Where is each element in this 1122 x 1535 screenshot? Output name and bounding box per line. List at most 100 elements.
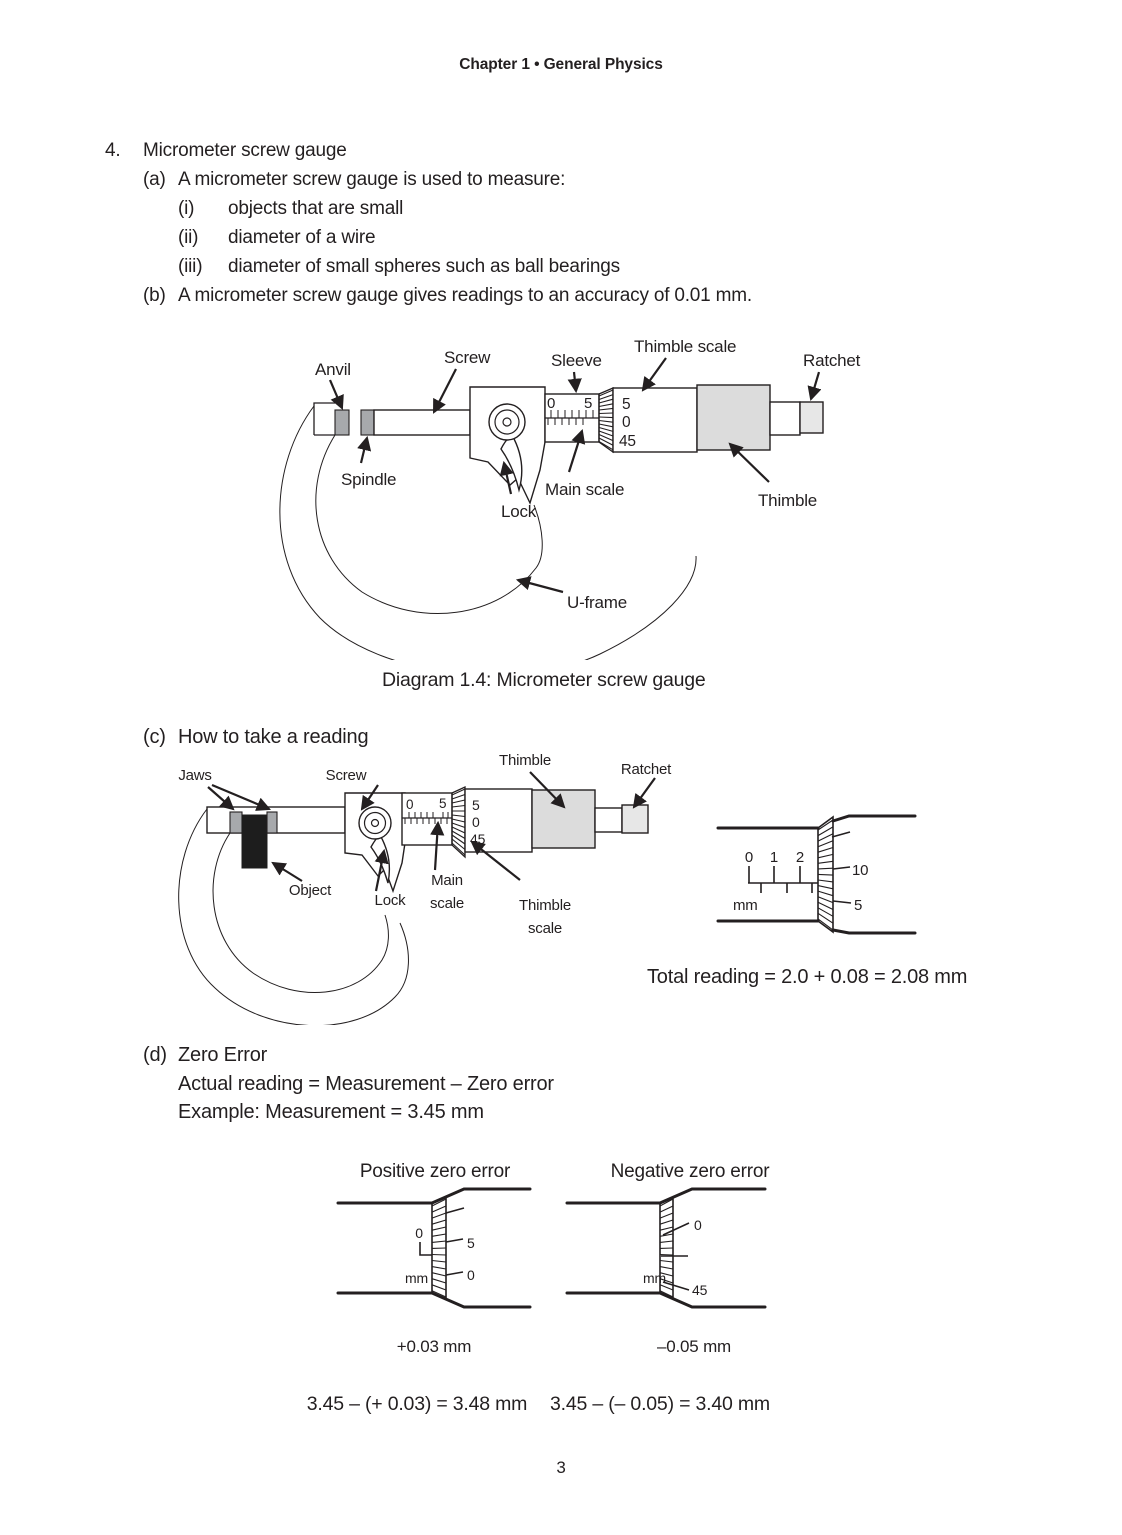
thimble-5: 5 [467,1235,475,1251]
main-scale-label-line2: scale [430,895,464,912]
item-d-label: (d) [143,1044,167,1066]
screw-arrow [433,368,457,414]
thimble-bevel [659,1195,674,1301]
thimble-45: 45 [692,1282,708,1298]
ratchet-knob [621,804,649,834]
thimble-top-edge [658,1187,767,1205]
thimble-bevel [431,1195,447,1301]
u-frame-inner-curve [315,434,543,615]
reading-micrometer-figure: 0 5 5 0 45 Jaws Screw Thimble Ratchet Ob… [178,752,672,1025]
thimble-label: Thimble [499,752,551,769]
negative-zero-error-inset: mm 0 45 [565,1187,767,1309]
ratchet-shaft [769,401,801,436]
lock-arrow [499,460,514,495]
positive-zero-error-title: Positive zero error [359,1161,511,1182]
item-a-text: A micrometer screw gauge is used to meas… [178,169,566,190]
thimble-scale-0: 0 [472,814,480,830]
thimble-0: 0 [694,1217,702,1233]
item-iii-text: diameter of small spheres such as ball b… [228,256,620,277]
positive-zero-error-value: +0.03 mm [396,1337,472,1356]
main-scale-minor-ticks [760,883,813,893]
object-arrow [271,861,303,882]
item-iii-label: (iii) [178,256,203,277]
negative-zero-error-value: –0.05 mm [657,1337,731,1356]
thimble-grip [696,384,771,451]
jaws-label: Jaws [178,767,211,784]
u-frame-inner-curve [212,832,389,993]
thimble-scale-arrow [470,840,521,881]
thimble-scale-5: 5 [472,797,480,813]
thimble-scale-45: 45 [470,831,486,847]
item-b-label: (b) [143,285,166,306]
main-scale-0: 0 [406,797,413,812]
thimble-tick-5: 5 [854,897,862,914]
lock-label: Lock [375,892,407,909]
thimble-bevel-hatch [451,788,466,856]
sleeve-arrow [567,371,582,394]
item-ii-text: diameter of a wire [228,227,376,248]
anvil-arrow [328,379,344,410]
mm-unit: mm [643,1270,666,1286]
main-scale-major-ticks [748,866,801,883]
main-scale-5: 5 [584,395,592,412]
zero-error-formula-line: Actual reading = Measurement – Zero erro… [178,1073,554,1095]
main-scale-arrow [430,820,445,871]
thimble-bottom-edge [831,928,917,935]
measured-object [241,814,268,869]
page-header: Chapter 1 • General Physics [459,56,663,73]
u-frame-label: U-frame [567,593,627,612]
diagram-1-4-caption: Diagram 1.4: Micrometer screw gauge [382,669,706,691]
lock-knob [488,403,526,441]
jaw-left [229,811,243,834]
diagram-1-4-figure: 0 5 5 0 45 Anvil Screw Sleeve Thimble sc… [279,337,861,660]
main-scale-0: 0 [415,1225,423,1241]
item-i-text: objects that are small [228,198,404,219]
tick-1: 1 [770,849,778,866]
u-frame-arrow [515,576,564,594]
item-4-number: 4. [105,140,121,161]
screw-label: Screw [444,348,491,367]
anvil-tip [334,409,350,436]
leader-45 [662,1281,690,1291]
main-scale-ticks [547,410,594,425]
leader-5 [445,1238,464,1243]
spindle-label: Spindle [341,470,396,489]
main-scale-label-line1: Main [431,872,463,889]
lock-label: Lock [501,502,537,521]
thimble-grip [531,789,596,849]
item-i-label: (i) [178,198,195,219]
thimble-arrow [529,771,566,809]
leader-0 [445,1271,464,1276]
thimble-bottom-edge [658,1291,767,1309]
ratchet-shaft [594,807,623,833]
ratchet-knob [799,401,824,434]
thimble-arrow [728,442,770,483]
item-a-label: (a) [143,169,166,190]
sleeve-barrel [401,792,453,846]
thimble-scale-arrow [641,357,667,392]
negative-zero-error-formula: 3.45 – (– 0.05) = 3.40 mm [550,1393,770,1415]
thimble-bevel-hatch [659,1198,674,1298]
spindle-arrow [357,435,372,464]
u-frame-outer-curve [178,808,409,1025]
ratchet-label: Ratchet [621,761,672,778]
leader-0 [662,1222,690,1236]
mm-unit: mm [405,1270,428,1286]
jaws-arrow-left [207,786,235,811]
main-scale-0: 0 [547,395,555,412]
lock-knob-ring [494,409,520,435]
screw-arrow [360,784,379,811]
thimble-label: Thimble [758,491,817,510]
thimble-scale-5: 5 [622,396,630,413]
ratchet-label: Ratchet [803,351,861,370]
reading-zoom-inset: 0 1 2 mm 10 5 [716,814,917,935]
thimble-top-edge [831,814,917,823]
item-c-text: How to take a reading [178,726,369,748]
thimble-leader-10 [832,866,851,870]
negative-zero-error-title: Negative zero error [610,1161,770,1182]
thimble-bevel-hatch [431,1198,447,1298]
main-scale-label: Main scale [545,480,624,499]
thimble-scale-0: 0 [622,414,631,431]
mm-unit: mm [733,897,758,914]
